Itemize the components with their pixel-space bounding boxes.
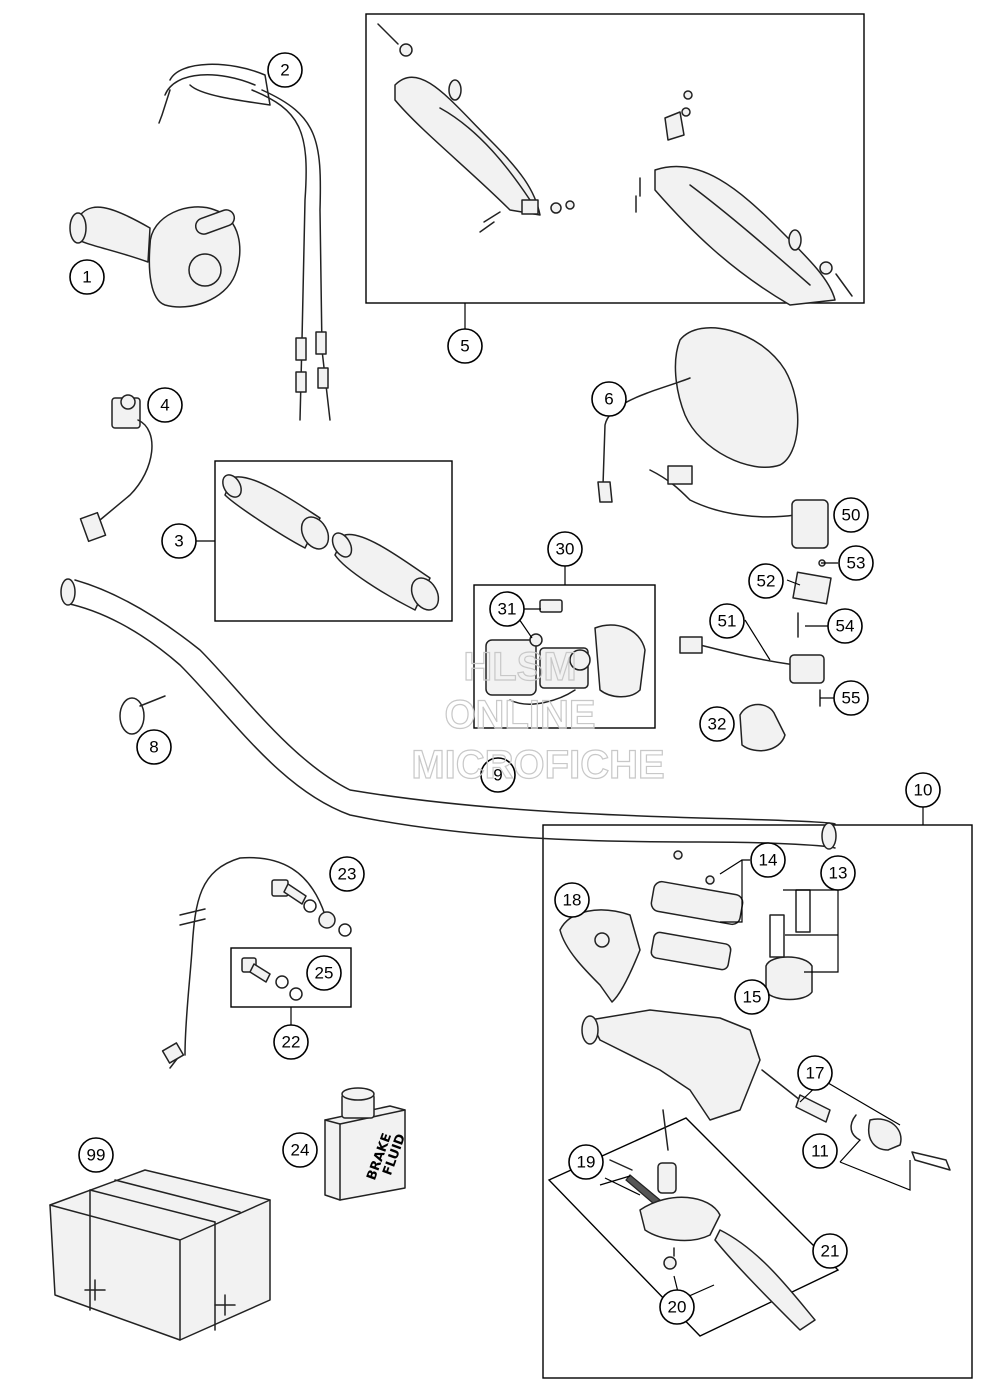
- callout-15: 15: [734, 979, 770, 1015]
- switch-assembly-part: [649, 465, 832, 752]
- callout-55: 55: [833, 680, 869, 716]
- callout-18: 18: [554, 882, 590, 918]
- callout-11: 11: [802, 1133, 838, 1169]
- callout-17: 17: [797, 1055, 833, 1091]
- svg-text:4: 4: [160, 396, 169, 415]
- callout-31: 31: [489, 591, 525, 627]
- watermark-line2: ONLINE: [444, 693, 595, 737]
- svg-text:13: 13: [829, 864, 848, 883]
- callout-30: 30: [547, 531, 583, 567]
- svg-text:18: 18: [563, 891, 582, 910]
- svg-text:5: 5: [460, 337, 469, 356]
- group-box-5: [365, 13, 865, 304]
- throttle-cable-part: [158, 63, 331, 421]
- callout-1: 1: [69, 259, 105, 295]
- svg-text:19: 19: [577, 1153, 596, 1172]
- combination-switch-part: [485, 599, 646, 705]
- group-box-21: [547, 1117, 840, 1337]
- svg-text:22: 22: [282, 1033, 301, 1052]
- svg-text:55: 55: [842, 689, 861, 708]
- callout-54: 54: [827, 608, 863, 644]
- svg-text:50: 50: [842, 506, 861, 525]
- callout-2: 2: [267, 52, 303, 88]
- cable-tie-part: [119, 695, 166, 735]
- svg-text:17: 17: [806, 1064, 825, 1083]
- svg-text:24: 24: [291, 1141, 310, 1160]
- svg-text:30: 30: [556, 540, 575, 559]
- callout-53: 53: [838, 545, 874, 581]
- callout-99: 99: [78, 1137, 114, 1173]
- svg-text:25: 25: [315, 964, 334, 983]
- svg-text:23: 23: [338, 865, 357, 884]
- brake-line-part: [161, 856, 352, 1069]
- first-aid-kit-part: [49, 1169, 271, 1341]
- mirror-part: [597, 327, 799, 503]
- svg-text:31: 31: [498, 600, 517, 619]
- svg-text:9: 9: [493, 766, 502, 785]
- hand-guard-part: [377, 23, 853, 306]
- handlebar-part: [60, 578, 837, 850]
- leader-lines: [195, 303, 924, 1301]
- svg-text:8: 8: [149, 738, 158, 757]
- callout-8: 8: [136, 729, 172, 765]
- kill-switch-part: [79, 394, 153, 543]
- callout-14: 14: [750, 842, 786, 878]
- throttle-grip-part: [69, 206, 241, 308]
- callout-19: 19: [568, 1144, 604, 1180]
- callout-4: 4: [147, 387, 183, 423]
- callout-3: 3: [161, 523, 197, 559]
- callout-24: 24: [282, 1132, 318, 1168]
- svg-text:99: 99: [87, 1146, 106, 1165]
- master-cylinder-part: [559, 850, 951, 1331]
- banjo-bolt-part: [241, 957, 303, 1001]
- callout-13: 13: [820, 855, 856, 891]
- svg-text:10: 10: [914, 781, 933, 800]
- callout-22: 22: [273, 1024, 309, 1060]
- svg-text:2: 2: [280, 61, 289, 80]
- group-box-10: [542, 824, 973, 1379]
- svg-text:51: 51: [718, 612, 737, 631]
- svg-text:54: 54: [836, 617, 855, 636]
- svg-text:15: 15: [743, 988, 762, 1007]
- callout-10: 10: [905, 772, 941, 808]
- watermark: HLSM ONLINE MICROFICHE: [411, 644, 666, 787]
- callout-9: 9: [480, 757, 516, 793]
- callout-23: 23: [329, 856, 365, 892]
- svg-text:20: 20: [668, 1298, 687, 1317]
- svg-text:21: 21: [821, 1242, 840, 1261]
- callout-50: 50: [833, 497, 869, 533]
- callout-6: 6: [591, 381, 627, 417]
- callout-52: 52: [748, 563, 784, 599]
- watermark-line3: MICROFICHE: [411, 743, 664, 787]
- svg-text:14: 14: [759, 851, 778, 870]
- callout-32: 32: [699, 706, 735, 742]
- callout-51: 51: [709, 603, 745, 639]
- callout-20: 20: [659, 1289, 695, 1325]
- svg-text:6: 6: [604, 390, 613, 409]
- brake-fluid-can-part: BRAKE FLUID: [324, 1087, 409, 1201]
- callout-25: 25: [306, 955, 342, 991]
- svg-text:3: 3: [174, 532, 183, 551]
- grip-set-part: [222, 474, 440, 611]
- svg-text:11: 11: [811, 1142, 829, 1161]
- svg-text:52: 52: [757, 572, 776, 591]
- callout-5: 5: [447, 328, 483, 364]
- svg-text:1: 1: [82, 268, 91, 287]
- callout-21: 21: [812, 1233, 848, 1269]
- svg-text:32: 32: [708, 715, 727, 734]
- svg-text:53: 53: [847, 554, 866, 573]
- watermark-line1: HLSM: [463, 645, 576, 689]
